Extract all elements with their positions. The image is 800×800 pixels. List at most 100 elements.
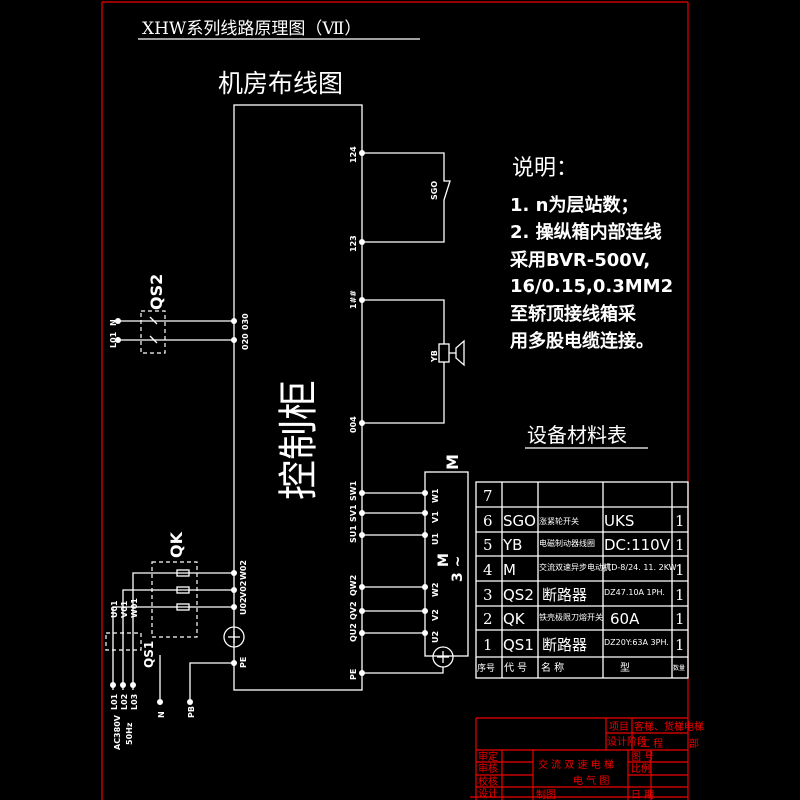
terminal-dot xyxy=(359,630,365,636)
label: M xyxy=(503,561,516,579)
terminal-dot xyxy=(120,682,126,688)
label: SGO xyxy=(503,512,536,530)
terminal-dot xyxy=(231,318,237,324)
wire xyxy=(455,339,465,367)
label: 1 xyxy=(675,610,685,628)
wire xyxy=(149,335,158,344)
label: PB xyxy=(187,706,196,718)
label: 2 xyxy=(483,610,493,628)
label: 1## xyxy=(349,290,358,309)
wire xyxy=(140,310,166,354)
control-cabinet xyxy=(233,104,363,691)
materials-table xyxy=(475,481,689,679)
wire xyxy=(362,299,445,344)
label: QK xyxy=(167,531,186,558)
label: U02 xyxy=(239,597,248,615)
label: 工 程 xyxy=(640,738,663,750)
label: M xyxy=(436,553,452,567)
label: 3 xyxy=(483,586,493,604)
wire xyxy=(189,662,234,700)
label: 1 xyxy=(675,512,685,530)
label: 部 xyxy=(689,737,699,750)
terminal-dot xyxy=(359,608,365,614)
terminal-dot xyxy=(130,682,136,688)
terminal-dot xyxy=(359,297,365,303)
table-row: 2 QK 铁壳极限刀熔开关 60A 1 xyxy=(483,610,685,628)
wire xyxy=(362,362,445,424)
drawing-title: XHW系列线路原理图（Ⅶ） xyxy=(142,19,361,39)
label: 用多股电缆连接。 xyxy=(510,330,654,352)
terminal-dot xyxy=(231,570,237,576)
terminal-dot xyxy=(187,699,193,705)
label: U2 xyxy=(431,631,440,643)
label: PE xyxy=(349,669,358,680)
label: 交流双速异步电动机 xyxy=(539,562,611,572)
label: 铁壳极限刀熔开关 xyxy=(539,612,603,622)
label: 60A xyxy=(610,610,640,628)
label: YB xyxy=(502,536,522,554)
label: L01 xyxy=(110,693,119,710)
label: 断路器 xyxy=(542,586,587,604)
label: V1 xyxy=(431,511,440,523)
sgo-circuit: SGO xyxy=(359,150,451,245)
label: 124 xyxy=(349,146,358,163)
label: PE xyxy=(239,657,248,668)
label: SV1 xyxy=(349,504,358,522)
terminal-dot xyxy=(157,699,163,705)
terminal-dot xyxy=(359,532,365,538)
label: L02 xyxy=(120,694,129,710)
label: 5 xyxy=(483,536,493,554)
label: 4 xyxy=(483,561,493,579)
label: 名 称 xyxy=(541,661,564,674)
label: QK xyxy=(503,610,526,628)
label: 6 xyxy=(483,512,493,530)
wire xyxy=(176,569,190,577)
wire xyxy=(438,343,450,363)
label: 设计阶段 xyxy=(607,735,647,748)
label: 校核 xyxy=(478,775,498,788)
motor: M W1 V1 U1 W2 V2 U2 M 3 ~ xyxy=(359,454,469,676)
label: QV2 xyxy=(349,601,358,620)
label: 1 xyxy=(675,536,685,554)
wire xyxy=(475,481,689,679)
qs2-breaker: QS2 N L01 030 020 xyxy=(109,274,250,354)
label: 断路器 xyxy=(542,636,587,654)
label: L03 xyxy=(130,694,139,710)
label: 16/0.15,0.3MM2 xyxy=(510,276,673,297)
wire xyxy=(112,606,234,690)
wire xyxy=(359,490,428,676)
label: V2 xyxy=(431,609,440,621)
terminal-dot xyxy=(359,420,365,426)
label: SU1 xyxy=(349,525,358,543)
ground-icon xyxy=(223,626,245,648)
label: QS2 xyxy=(503,586,534,604)
wire xyxy=(122,589,234,690)
page-subtitle: 机房布线图 xyxy=(218,69,343,98)
label: U01 xyxy=(110,600,119,618)
label: QS2 xyxy=(147,274,166,310)
wire xyxy=(176,586,190,594)
label: 项目 xyxy=(609,721,629,733)
label: DZ20Y:63A 3PH. xyxy=(604,638,669,647)
label: DZ47.10A 1PH. xyxy=(604,588,665,597)
label: U1 xyxy=(431,533,440,545)
label: 涨紧轮开关 xyxy=(539,516,579,526)
label: 1 xyxy=(675,561,685,579)
wire xyxy=(362,492,444,674)
terminal-dot xyxy=(115,337,121,343)
label: 序号 xyxy=(477,662,495,674)
terminal-dot xyxy=(422,532,428,538)
label: SW1 xyxy=(349,480,358,501)
wire xyxy=(176,603,190,611)
wire xyxy=(105,632,142,651)
label: N xyxy=(157,711,166,718)
label: 审核 xyxy=(478,762,498,775)
label: QU2 xyxy=(349,623,358,642)
yb-label: YB xyxy=(430,350,439,363)
label: V01 xyxy=(120,600,129,618)
label: 比例 xyxy=(631,762,651,775)
